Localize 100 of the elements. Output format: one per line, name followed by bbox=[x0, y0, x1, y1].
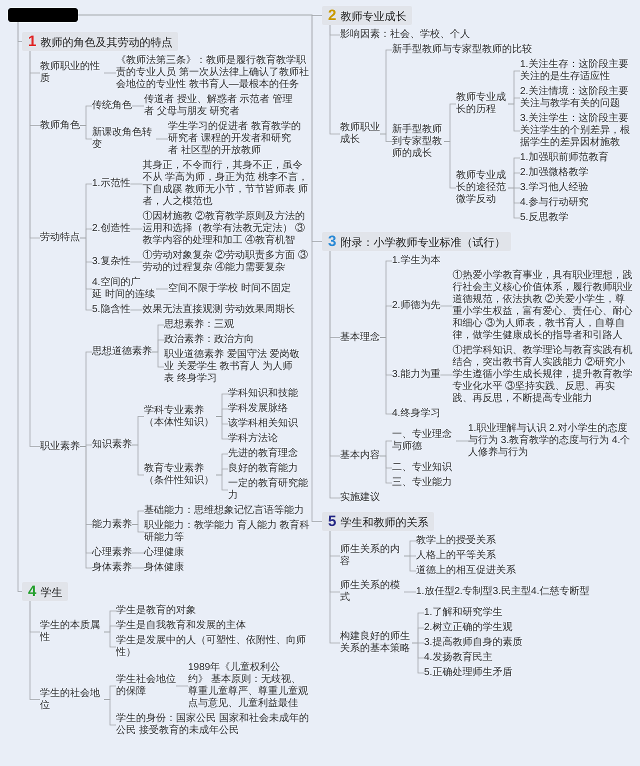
branch-box bbox=[322, 232, 512, 251]
topic-label: 1.职业理解与认识 2.对小学生的态度与行为 3.教育教学的态度与行为 4.个人修养与行为 bbox=[468, 423, 634, 459]
topic-label: 人格上的平等关系 bbox=[416, 550, 496, 562]
branch-number: 4 bbox=[28, 583, 36, 600]
topic-label: 思想道德素养 bbox=[92, 346, 152, 358]
topic-label: 职业道德素养 爱国守法 爱岗敬业 关爱学生 教书育人 为人师表 终身学习 bbox=[164, 349, 310, 385]
topic-label: 传道者 授业、解惑者 示范者 管理者 父母与朋友 研究者 bbox=[144, 94, 310, 118]
connector-line bbox=[216, 474, 228, 490]
topic-label: 学科知识和技能 bbox=[228, 388, 298, 400]
connector-line bbox=[440, 374, 453, 376]
connector-line bbox=[104, 632, 116, 648]
topic-label: 教师专业成长的途径范微学反动 bbox=[456, 170, 508, 206]
topic-label: ①劳动对象复杂 ②劳动职责多方面 ③劳动的过程复杂 ④能力需要复杂 bbox=[142, 250, 310, 274]
topic-label: 三、专业能力 bbox=[392, 477, 452, 489]
topic-label: 该学科相关知识 bbox=[228, 418, 298, 430]
topic-label: 1.加强职前师范教育 bbox=[520, 152, 608, 164]
topic-label: 1.了解和研究学生 bbox=[424, 607, 502, 619]
topic-label: 职业能力：教学能力 育人能力 教育科研能力等 bbox=[144, 520, 310, 544]
connector-line bbox=[156, 138, 168, 140]
topic-label: 学科发展脉络 bbox=[228, 403, 288, 415]
topic-label: 心理健康 bbox=[144, 547, 184, 559]
connector-line bbox=[380, 337, 392, 414]
branch-title: 学生和教师的关系 bbox=[340, 516, 428, 530]
topic-label: 3.复杂性 bbox=[92, 256, 130, 268]
connector-line bbox=[152, 352, 164, 368]
topic-label: 2.师德为先 bbox=[392, 300, 440, 312]
topic-label: 1.学生为本 bbox=[392, 255, 440, 267]
topic-label: 职业素养 bbox=[40, 440, 80, 452]
connector-line bbox=[30, 600, 40, 700]
branch-number: 3 bbox=[328, 233, 336, 250]
topic-label: 新课改角色转变 bbox=[92, 127, 156, 151]
connector-line bbox=[132, 444, 144, 476]
topic-label: 构建良好的师生关系的基本策略 bbox=[340, 631, 412, 655]
topic-label: 教师角色 bbox=[40, 120, 80, 132]
topic-label: 《教师法第三条》：教师是履行教育教学职责的专业人员 第一次从法律上确认了教师社会地位的专业性 教书育人—最根本的任务 bbox=[116, 55, 310, 91]
topic-label: 1.放任型2.专制型3.民主型4.仁慈专断型 bbox=[416, 586, 590, 598]
topic-label: 身体素养 bbox=[92, 562, 132, 574]
topic-label: 教学上的授受关系 bbox=[416, 535, 496, 547]
connector-line bbox=[380, 456, 392, 484]
topic-label: 一、专业理念与师德 bbox=[392, 429, 456, 453]
topic-label: 1.关注生存：这阶段主要关注的是生存适应性 bbox=[520, 59, 634, 83]
topic-label: 教师专业成长的历程 bbox=[456, 92, 508, 116]
topic-label: 心理素养 bbox=[92, 547, 132, 559]
topic-label: 1.示范性 bbox=[92, 178, 130, 190]
connector-line bbox=[330, 24, 340, 134]
connector-line bbox=[80, 125, 92, 140]
connector-line bbox=[216, 416, 228, 440]
branch-box bbox=[22, 582, 68, 601]
connector-line bbox=[456, 440, 468, 442]
topic-label: 学生的身份：国家公民 国家和社会未成年的公民 接受教育的未成年公民 bbox=[116, 713, 310, 737]
topic-label: 4.终身学习 bbox=[392, 408, 440, 420]
topic-label: 教育专业素养（条件性知识） bbox=[144, 463, 216, 487]
topic-label: 思想素养：三观 bbox=[164, 319, 234, 331]
topic-label: 新手型教师与专家型教师的比较 bbox=[392, 44, 532, 56]
topic-label: 学生的社会地位 bbox=[40, 688, 104, 712]
topic-label: 学生学习的促进者 教育教学的研究者 课程的开发者和研究者 社区型的开放教师 bbox=[168, 121, 310, 157]
topic-label: 传统角色 bbox=[92, 100, 132, 112]
topic-label: 基本理念 bbox=[340, 332, 380, 344]
connector-line bbox=[444, 141, 456, 188]
connector-line bbox=[380, 134, 392, 142]
branch-title: 学生 bbox=[40, 586, 62, 600]
branch-title: 教师专业成长 bbox=[340, 10, 406, 24]
topic-label: 师生关系的模式 bbox=[340, 580, 404, 604]
topic-label: 学生是教育的对象 bbox=[116, 605, 196, 617]
topic-label: 其身正，不令而行，其身不正，虽令不从 学高为师，身正为范 桃李不言，下自成蹊 教师无小节，节节皆师表 师者，人之模范也 bbox=[142, 160, 310, 208]
connector-line bbox=[130, 228, 143, 230]
topic-label: 政治素养：政治方向 bbox=[164, 334, 254, 346]
topic-label: 身体健康 bbox=[144, 562, 184, 574]
topic-label: 基本内容 bbox=[340, 450, 380, 462]
topic-label: 学科专业素养（本体性知识） bbox=[144, 404, 216, 428]
root-box bbox=[8, 8, 78, 22]
topic-label: 一定的教育研究能力 bbox=[228, 478, 310, 502]
connector-line bbox=[330, 250, 340, 498]
connector-line bbox=[156, 288, 168, 290]
topic-label: 1989年《儿童权利公约》 基本原则：无歧视、尊重儿童尊严、尊重儿童观点与意见、儿童利益最佳 bbox=[188, 662, 310, 710]
topic-label: 3.提高教师自身的素质 bbox=[424, 637, 522, 649]
topic-label: 2.树立正确的学生观 bbox=[424, 622, 512, 634]
connector-line bbox=[80, 238, 92, 310]
connector-line bbox=[132, 552, 144, 554]
branch-number: 2 bbox=[328, 7, 336, 24]
topic-label: 3.学习他人经验 bbox=[520, 182, 588, 194]
topic-label: 4.发扬教育民主 bbox=[424, 652, 492, 664]
connector-line bbox=[412, 642, 424, 674]
topic-label: 5.正确处理师生矛盾 bbox=[424, 667, 512, 679]
branch-number: 5 bbox=[328, 513, 336, 530]
topic-label: 3.能力为重 bbox=[392, 369, 440, 381]
topic-label: 5.反思教学 bbox=[520, 212, 568, 224]
topic-label: 能力素养 bbox=[92, 518, 132, 530]
topic-label: 影响因素：社会、学校、个人 bbox=[340, 29, 470, 41]
topic-label: 2.关注情境：这阶段主要关注与教学有关的问题 bbox=[520, 86, 634, 110]
connector-line bbox=[330, 530, 340, 644]
connector-line bbox=[508, 188, 520, 218]
topic-label: 知识素养 bbox=[92, 439, 132, 451]
topic-label: 师生关系的内容 bbox=[340, 544, 404, 568]
topic-label: 学科方法论 bbox=[228, 433, 278, 445]
topic-label: 道德上的相互促进关系 bbox=[416, 565, 516, 577]
branch-box bbox=[322, 6, 412, 25]
topic-label: 学生社会地位的保障 bbox=[116, 674, 176, 698]
topic-label: 5.隐含性 bbox=[92, 304, 130, 316]
branch-box bbox=[322, 512, 434, 531]
